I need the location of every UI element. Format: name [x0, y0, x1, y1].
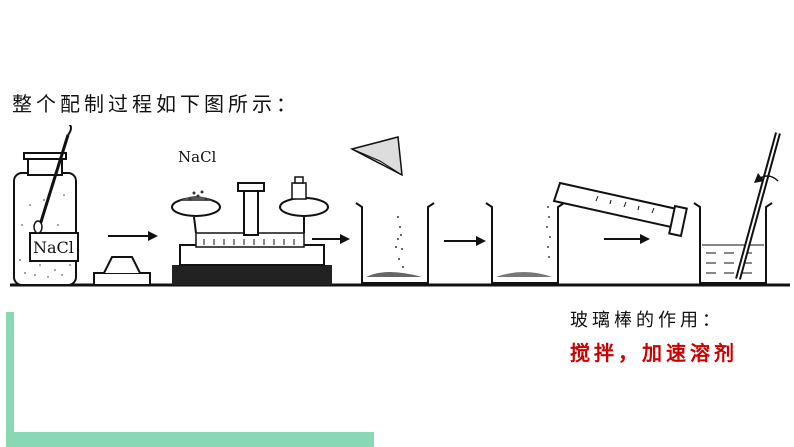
spatula-icon: [33, 125, 72, 234]
beaker-icon: [693, 202, 773, 284]
glass-rod-icon: [735, 132, 781, 280]
beaker-icon: [355, 202, 435, 284]
weighing-block-icon: [93, 256, 151, 286]
beaker-icon: [485, 202, 565, 284]
balance-scale-icon: [171, 182, 332, 285]
caption-highlight: 搅拌，加速溶剂: [570, 341, 738, 365]
arrow-right-icon: [312, 234, 350, 244]
reagent-bottle-icon: [13, 152, 79, 286]
heading: 整个配制过程如下图所示：: [12, 92, 300, 116]
process-diagram: NaCl: [10, 125, 790, 287]
bottle-label: NaCl: [33, 238, 74, 257]
paper-funnel-icon: [349, 136, 403, 177]
weight-icon: [291, 176, 307, 200]
caption-title: 玻璃棒的作用：: [570, 310, 724, 331]
graduated-cylinder-icon: [552, 181, 688, 238]
bottom-accent-bar: [12, 432, 374, 447]
arrow-right-icon: [604, 234, 650, 244]
balance-label: NaCl: [178, 148, 217, 166]
left-accent-bar: [6, 312, 14, 447]
arrow-right-icon: [108, 231, 158, 241]
arrow-right-icon: [444, 236, 486, 246]
